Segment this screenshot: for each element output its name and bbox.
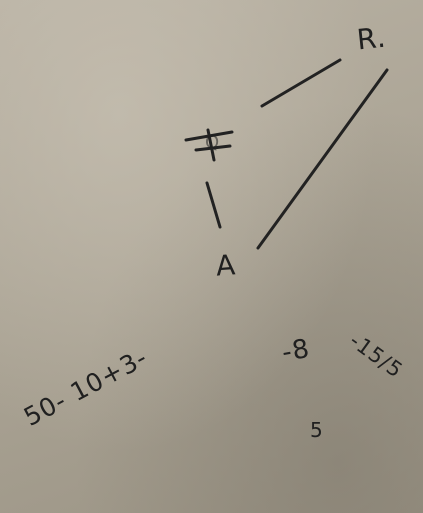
edge-q-a (205, 181, 222, 229)
edge-q-r (260, 58, 342, 108)
dash-eight-text: -8 (279, 333, 313, 369)
vertex-r-label: R. (355, 20, 388, 57)
edge-r-a (256, 68, 389, 250)
vertex-a-label: A (214, 248, 238, 283)
five-text: 5 (310, 418, 324, 442)
scribble-q-3 (206, 128, 216, 162)
vertex-q-label: Q (205, 132, 221, 153)
